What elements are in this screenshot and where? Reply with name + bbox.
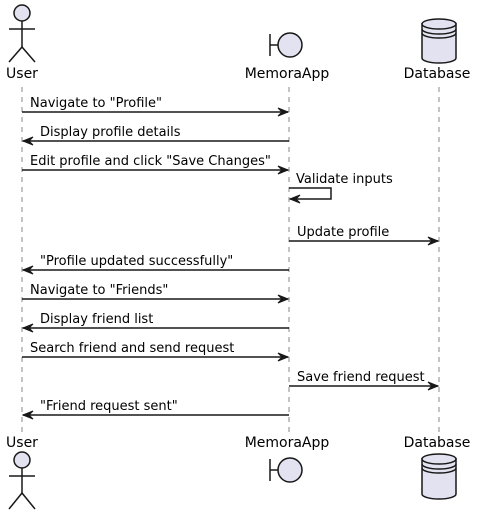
message: Navigate to "Friends" bbox=[22, 283, 290, 304]
message-label: Navigate to "Friends" bbox=[30, 283, 168, 298]
arrowhead-icon bbox=[277, 352, 290, 362]
participant-label-memoraapp: MemoraApp bbox=[245, 435, 330, 451]
participant-label-database: Database bbox=[404, 66, 471, 82]
arrowhead-icon bbox=[427, 381, 440, 391]
message-arrow bbox=[289, 187, 332, 200]
actor-icon bbox=[8, 451, 36, 510]
message-label: Validate inputs bbox=[296, 172, 393, 187]
arrowhead-icon bbox=[21, 323, 34, 333]
user-actor-bottom: User bbox=[6, 435, 38, 510]
database-icon bbox=[421, 453, 457, 500]
arrowhead-icon bbox=[277, 294, 290, 304]
user-actor-top: User bbox=[6, 4, 38, 82]
message: "Friend request sent" bbox=[21, 399, 289, 420]
message: Save friend request bbox=[289, 370, 440, 391]
message: Validate inputs bbox=[288, 172, 393, 204]
database-icon bbox=[421, 18, 457, 64]
message-list: Navigate to "Profile" Display profile det… bbox=[21, 96, 440, 420]
participant-label-database: Database bbox=[404, 435, 471, 451]
arrowhead-icon bbox=[427, 236, 440, 246]
arrowhead-icon bbox=[288, 194, 301, 204]
arrowhead-icon bbox=[277, 107, 290, 117]
boundary-icon bbox=[269, 457, 303, 483]
database-bottom: Database bbox=[404, 435, 471, 500]
message-label: "Friend request sent" bbox=[40, 399, 178, 414]
message-label: Update profile bbox=[297, 225, 389, 240]
message-label: "Profile updated successfully" bbox=[40, 254, 233, 269]
participant-label-memoraapp: MemoraApp bbox=[245, 66, 330, 82]
message-label: Save friend request bbox=[297, 370, 425, 385]
message: Search friend and send request bbox=[22, 341, 290, 362]
message-label: Navigate to "Profile" bbox=[30, 96, 162, 111]
arrowhead-icon bbox=[21, 410, 34, 420]
participant-label-user: User bbox=[6, 435, 38, 451]
message-label: Search friend and send request bbox=[30, 341, 234, 356]
boundary-icon bbox=[269, 32, 303, 58]
arrowhead-icon bbox=[21, 136, 34, 146]
arrowhead-icon bbox=[21, 265, 34, 275]
actor-icon bbox=[8, 4, 36, 63]
message: Display friend list bbox=[21, 312, 289, 333]
message: Display profile details bbox=[21, 125, 289, 146]
database-top: Database bbox=[404, 18, 471, 82]
message: Update profile bbox=[289, 225, 440, 246]
message-label: Edit profile and click "Save Changes" bbox=[30, 154, 271, 169]
message-label: Display friend list bbox=[40, 312, 153, 327]
message-label: Display profile details bbox=[40, 125, 181, 140]
message: Navigate to "Profile" bbox=[22, 96, 290, 117]
memoraapp-boundary-top: MemoraApp bbox=[245, 32, 330, 82]
message: "Profile updated successfully" bbox=[21, 254, 289, 275]
message: Edit profile and click "Save Changes" bbox=[22, 154, 290, 175]
arrowhead-icon bbox=[277, 165, 290, 175]
participant-label-user: User bbox=[6, 66, 38, 82]
memoraapp-boundary-bottom: MemoraApp bbox=[245, 435, 330, 483]
